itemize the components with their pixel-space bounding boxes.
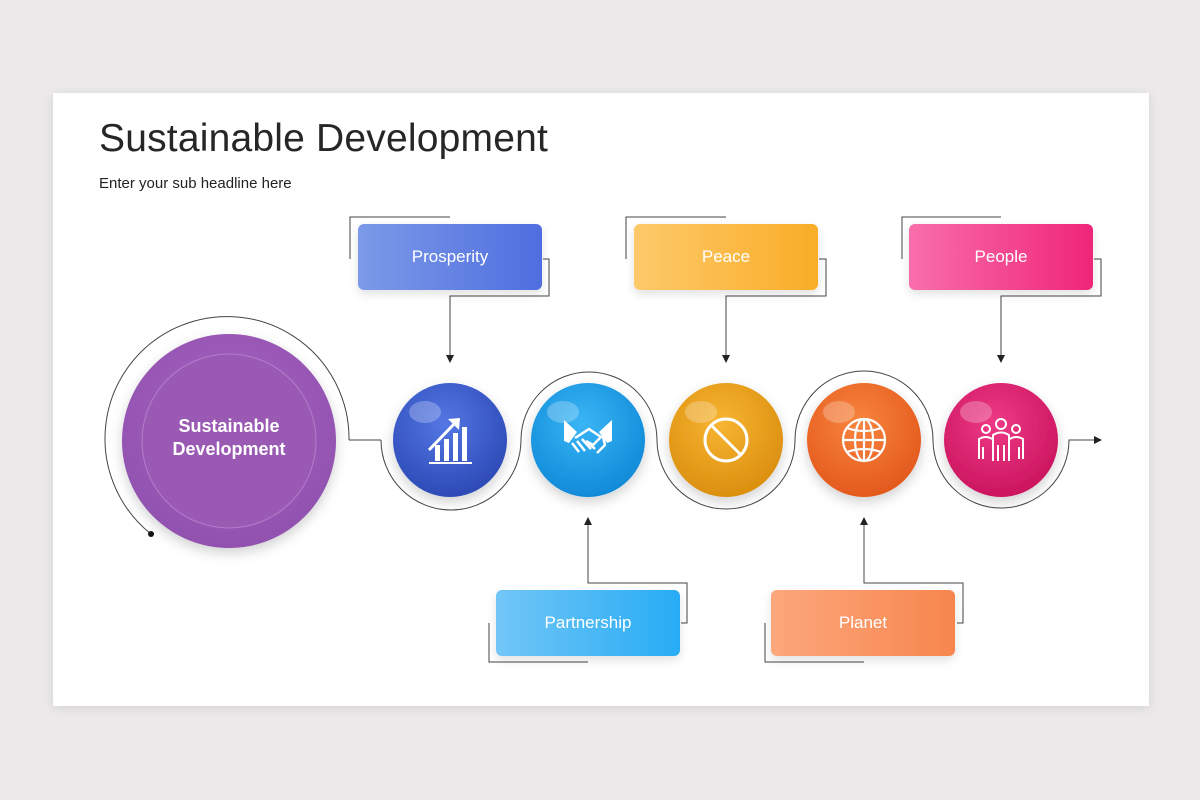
slide-title: Sustainable Development [99,117,549,160]
center-connector-dot [148,531,154,537]
partnership-connector [488,521,688,663]
node-wave-line [380,370,1102,511]
globe-icon [841,417,887,463]
people-group-icon [978,418,1024,461]
slide-subtitle: Enter your sub headline here [99,175,292,192]
prosperity-connector [349,216,550,359]
handshake-icon [564,420,612,454]
label-box-partnership: Partnership [496,590,680,656]
center-label-line2: Development [172,439,286,459]
node-people [944,383,1058,497]
planet-connector [764,521,964,663]
center-circle [122,334,336,548]
label-peace: Peace [701,247,751,266]
people-connector [901,216,1102,359]
growth-chart-icon [427,418,472,464]
center-label: Sustainable Development [129,415,329,461]
label-prosperity: Prosperity [411,247,489,266]
label-planet: Planet [838,613,888,632]
label-box-peace: Peace [634,224,818,290]
peace-connector [625,216,827,359]
label-people: People [974,247,1028,266]
center-label-line1: Sustainable [178,416,280,436]
node-partnership [531,383,645,497]
process-diagram [104,216,1102,663]
label-box-planet: Planet [771,590,955,656]
label-partnership: Partnership [544,613,632,632]
prohibited-sign-icon [703,417,749,463]
center-connector-line [104,316,350,535]
label-box-people: People [909,224,1093,290]
label-box-prosperity: Prosperity [358,224,542,290]
slide: Sustainable Development Enter your sub h… [53,93,1149,706]
node-prosperity [393,383,507,497]
